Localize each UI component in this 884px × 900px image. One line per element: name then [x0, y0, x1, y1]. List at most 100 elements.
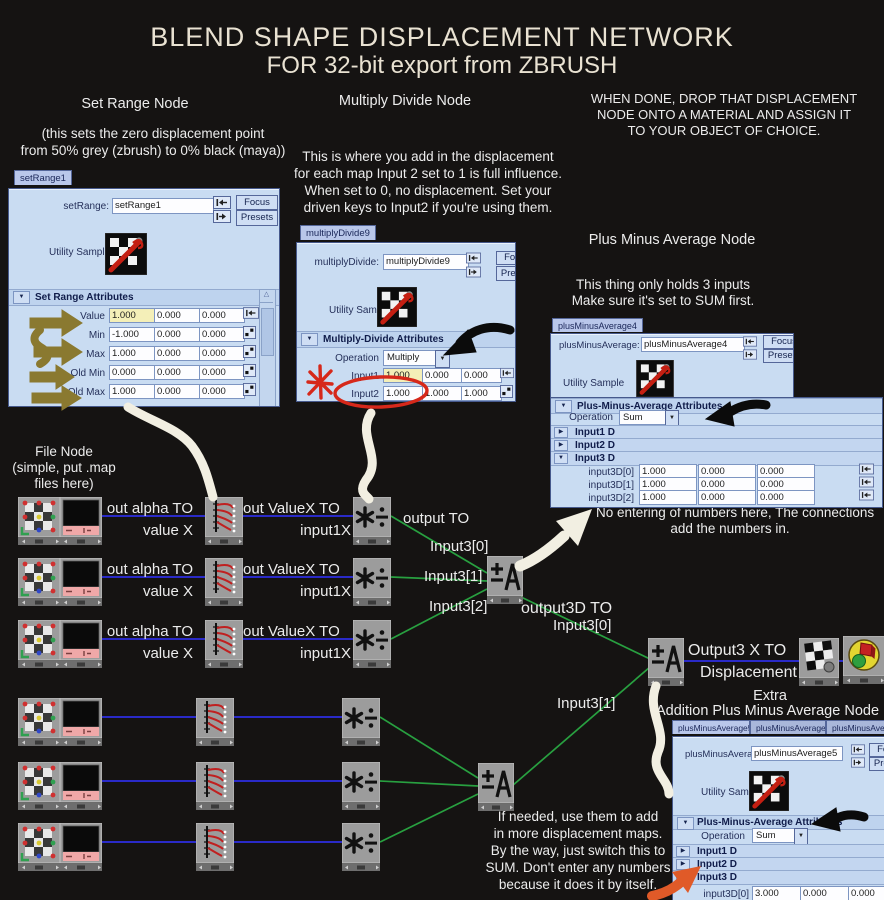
pma-name-input[interactable]: plusMinusAverage5: [751, 746, 843, 761]
input2-y-field[interactable]: 1.000: [422, 386, 463, 401]
plus-minus-average-node-icon[interactable]: [478, 763, 514, 811]
tab-plusminusaverage4[interactable]: plusMinusAverage4: [552, 318, 643, 332]
file-texture-node-icon[interactable]: [60, 620, 102, 668]
tab-setrange1[interactable]: setRange1: [14, 170, 72, 185]
oldmin-y-field[interactable]: 0.000: [154, 365, 200, 380]
place2d-texture-node-icon[interactable]: [18, 620, 60, 668]
place2d-texture-node-icon[interactable]: [18, 823, 60, 871]
dropdown-arrow-icon[interactable]: ▼: [435, 350, 450, 368]
presets-button[interactable]: Presets: [236, 210, 278, 226]
input-connection-button[interactable]: [213, 196, 231, 209]
oldmax-z-field[interactable]: 0.000: [199, 384, 245, 399]
tab-plusminusaverage5[interactable]: plusMinusAverage5: [672, 720, 750, 734]
file-texture-node-icon[interactable]: [60, 698, 102, 746]
set-range-node-icon[interactable]: [196, 698, 234, 746]
input3d2-y-field[interactable]: 0.000: [698, 490, 756, 505]
utility-sample-swatch[interactable]: [636, 360, 674, 397]
min-y-field[interactable]: 0.000: [154, 327, 200, 342]
max-x-field[interactable]: 1.000: [109, 346, 155, 361]
connection-dots-button[interactable]: [243, 326, 256, 339]
input-connection-button[interactable]: [851, 744, 865, 755]
focus-button[interactable]: Focus: [496, 251, 515, 265]
max-y-field[interactable]: 0.000: [154, 346, 200, 361]
set-range-node-icon[interactable]: [196, 762, 234, 810]
input-connection-button[interactable]: [859, 476, 874, 488]
presets-button[interactable]: Presets: [763, 349, 793, 363]
input-connection-button[interactable]: [859, 463, 874, 475]
focus-button[interactable]: Focus: [869, 743, 884, 757]
input3d2-z-field[interactable]: 0.000: [757, 490, 815, 505]
utility-sample-swatch[interactable]: [749, 771, 789, 811]
set-range-node-icon[interactable]: [196, 823, 234, 871]
expand-arrow-icon[interactable]: ▶: [676, 859, 690, 870]
multiply-divide-attributes-section[interactable]: ▼ Multiply-Divide Attributes: [297, 331, 515, 348]
collapse-arrow-icon[interactable]: ▼: [676, 872, 690, 883]
presets-button[interactable]: Presets: [869, 757, 884, 771]
collapse-arrow-icon[interactable]: ▼: [301, 333, 318, 346]
focus-button[interactable]: Focus: [763, 335, 793, 349]
multiply-divide-node-icon[interactable]: [342, 698, 380, 746]
min-z-field[interactable]: 0.000: [199, 327, 245, 342]
focus-button[interactable]: Focus: [236, 195, 278, 210]
input-connection-button[interactable]: [500, 367, 514, 379]
place2d-texture-node-icon[interactable]: [18, 698, 60, 746]
operation-dropdown[interactable]: Sum: [752, 828, 800, 843]
input-connection-button[interactable]: [466, 252, 481, 264]
presets-button[interactable]: Presets: [496, 266, 515, 281]
connection-dots-button[interactable]: [500, 385, 513, 398]
setrange-name-input[interactable]: setRange1: [112, 198, 214, 214]
set-range-attributes-section[interactable]: ▼ Set Range Attributes: [9, 289, 279, 306]
output-connection-button[interactable]: [466, 266, 481, 278]
input1-z-field[interactable]: 0.000: [461, 368, 502, 383]
scrollbar-thumb[interactable]: [261, 308, 274, 356]
multiply-divide-node-icon[interactable]: [342, 823, 380, 871]
tab-plusminusaverage4b[interactable]: plusMinusAverage4: [826, 720, 884, 734]
oldmax-x-field[interactable]: 1.000: [109, 384, 155, 399]
connection-dots-button[interactable]: [243, 383, 256, 396]
output-connection-button[interactable]: [743, 349, 757, 360]
min-x-field[interactable]: -1.000: [109, 327, 155, 342]
value-z-field[interactable]: 0.000: [199, 308, 245, 323]
place2d-texture-node-icon[interactable]: [18, 497, 60, 545]
operation-dropdown[interactable]: Multiply: [383, 350, 441, 366]
expand-arrow-icon[interactable]: ▶: [554, 427, 568, 438]
multiply-divide-node-icon[interactable]: [353, 620, 391, 668]
oldmin-x-field[interactable]: 0.000: [109, 365, 155, 380]
oldmin-z-field[interactable]: 0.000: [199, 365, 245, 380]
dropdown-arrow-icon[interactable]: ▼: [665, 410, 679, 427]
input3d0-x-field[interactable]: 3.000: [752, 886, 802, 900]
set-range-node-icon[interactable]: [205, 558, 243, 606]
input-connection-button[interactable]: [243, 307, 259, 319]
multiply-divide-node-icon[interactable]: [353, 558, 391, 606]
file-texture-node-icon[interactable]: [60, 497, 102, 545]
input3d0-z-field[interactable]: 0.000: [848, 886, 884, 900]
input1-y-field[interactable]: 0.000: [422, 368, 463, 383]
input2-x-field[interactable]: 1.000: [383, 386, 424, 401]
place2d-texture-node-icon[interactable]: [18, 558, 60, 606]
place2d-texture-node-icon[interactable]: [18, 762, 60, 810]
collapse-arrow-icon[interactable]: ▼: [13, 291, 30, 304]
collapse-arrow-icon[interactable]: ▼: [554, 453, 568, 464]
pma-name-input[interactable]: plusMinusAverage4: [641, 337, 745, 352]
tab-multiplydivide9[interactable]: multiplyDivide9: [300, 225, 376, 240]
collapse-arrow-icon[interactable]: ▼: [555, 400, 572, 413]
file-texture-node-icon[interactable]: [60, 762, 102, 810]
operation-dropdown[interactable]: Sum: [619, 410, 671, 425]
dropdown-arrow-icon[interactable]: ▼: [794, 828, 808, 845]
value-y-field[interactable]: 0.000: [154, 308, 200, 323]
scrollbar[interactable]: △: [259, 289, 276, 406]
output-connection-button[interactable]: [213, 210, 231, 223]
file-texture-node-icon[interactable]: [60, 558, 102, 606]
input1-x-field[interactable]: 1.000: [383, 368, 424, 383]
plus-minus-average-node-icon[interactable]: [487, 556, 523, 604]
set-range-node-icon[interactable]: [205, 497, 243, 545]
input3d0-y-field[interactable]: 0.000: [800, 886, 850, 900]
utility-sample-swatch[interactable]: [377, 287, 417, 327]
input-connection-button[interactable]: [859, 489, 874, 501]
input3d2-x-field[interactable]: 1.000: [639, 490, 697, 505]
input2-z-field[interactable]: 1.000: [461, 386, 502, 401]
file-texture-node-icon[interactable]: [60, 823, 102, 871]
oldmax-y-field[interactable]: 0.000: [154, 384, 200, 399]
utility-sample-swatch[interactable]: [105, 233, 147, 275]
input-connection-button[interactable]: [743, 336, 757, 347]
